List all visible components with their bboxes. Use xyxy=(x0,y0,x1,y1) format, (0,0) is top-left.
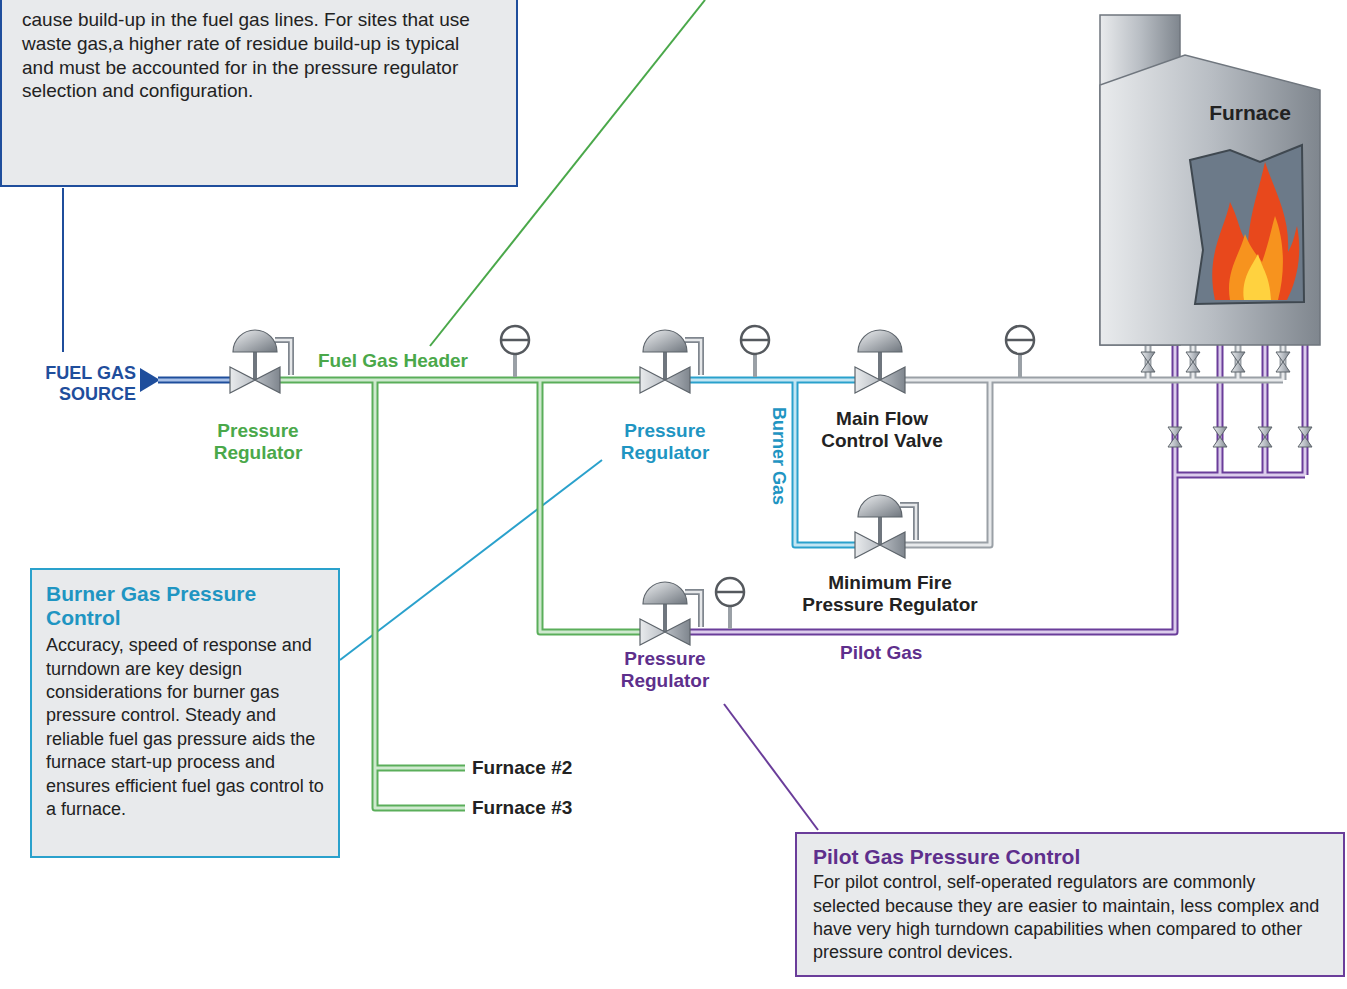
leader-line xyxy=(724,704,818,830)
pilot-valve-symbol xyxy=(1213,427,1227,447)
part-label: Fuel Gas Header xyxy=(318,350,488,372)
pilot-valve-symbol xyxy=(1258,427,1272,447)
leader-line xyxy=(62,188,64,352)
part-label: Pilot Gas xyxy=(840,642,960,664)
callout-body: Accuracy, speed of response and turndown… xyxy=(46,634,324,821)
part-label: Pressure Regulator xyxy=(590,420,740,464)
part-label: Pressure Regulator xyxy=(183,420,333,464)
part-label: Furnace #2 xyxy=(472,757,602,779)
pressure-gauge-symbol xyxy=(741,326,769,377)
callout-body: For pilot control, self-operated regulat… xyxy=(813,871,1327,965)
furnace-label: Furnace xyxy=(1180,100,1320,125)
callout-heading: Burner Gas Pressure Control xyxy=(46,582,324,630)
burner-valve-symbol xyxy=(1186,352,1200,372)
pilot-valve-symbol xyxy=(1168,427,1182,447)
burner-valve-symbol xyxy=(1231,352,1245,372)
pressure-regulator-symbol xyxy=(640,330,701,393)
part-label: Main Flow Control Valve xyxy=(807,408,957,452)
pilot-valve-symbol xyxy=(1298,427,1312,447)
note-callout: cause build-up in the fuel gas lines. Fo… xyxy=(0,0,518,187)
pressure-regulator-symbol xyxy=(640,582,701,645)
pilot-callout: Pilot Gas Pressure ControlFor pilot cont… xyxy=(795,832,1345,977)
pipe-label: Burner Gas xyxy=(767,406,789,506)
furnace-label-box: Furnace xyxy=(1180,100,1320,149)
burner-valve-symbol xyxy=(1141,352,1155,372)
source-arrow xyxy=(140,368,160,392)
pressure-gauge-symbol xyxy=(1006,326,1034,377)
control-valve-symbol xyxy=(855,330,905,393)
part-label: Minimum Fire Pressure Regulator xyxy=(790,572,990,616)
note-text: cause build-up in the fuel gas lines. Fo… xyxy=(22,8,496,103)
burner-callout: Burner Gas Pressure ControlAccuracy, spe… xyxy=(30,568,340,858)
callout-heading: Pilot Gas Pressure Control xyxy=(813,844,1327,869)
burner-valve-symbol xyxy=(1276,352,1290,372)
pressure-gauge-symbol xyxy=(501,326,529,377)
part-label: Pressure Regulator xyxy=(590,648,740,692)
part-label: Furnace #3 xyxy=(472,797,602,819)
furnace-illustration xyxy=(1100,15,1320,345)
pressure-gauge-symbol xyxy=(716,578,744,629)
part-label: FUEL GAS SOURCE xyxy=(30,363,136,404)
pressure-regulator-symbol xyxy=(230,330,291,393)
pressure-regulator-symbol xyxy=(855,495,916,558)
